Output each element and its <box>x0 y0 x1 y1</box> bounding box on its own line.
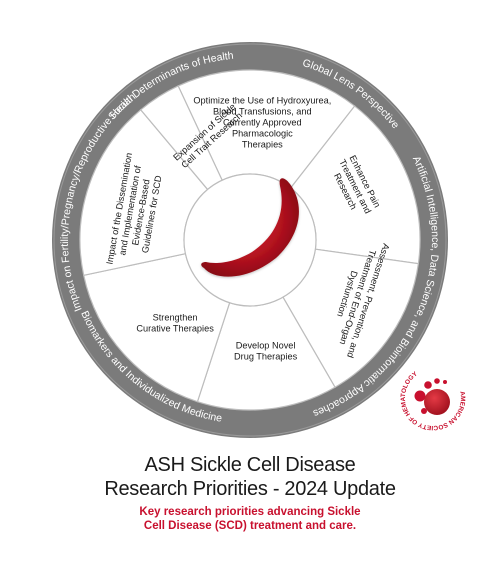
title-line-1: ASH Sickle Cell Disease <box>144 454 356 476</box>
title-line-2: Research Priorities - 2024 Update <box>104 478 396 500</box>
title-block: ASH Sickle Cell Disease Research Priorit… <box>0 453 500 533</box>
segment-label-line: Currently Approved <box>223 118 302 128</box>
subtitle-line-1: Key research priorities advancing Sickle <box>139 506 361 518</box>
segment-label-line: Therapies <box>242 140 283 150</box>
segment-label-line: Pharmacologic <box>232 129 293 139</box>
subtitle-line-2: Cell Disease (SCD) treatment and care. <box>143 520 357 532</box>
segments-group: Optimize the Use of Hydroxyurea,Blood Tr… <box>79 69 421 411</box>
segment-label-line: Drug Therapies <box>234 351 298 361</box>
sickle-cell-icon <box>201 178 299 277</box>
segment-label-line: Optimize the Use of Hydroxyurea, <box>193 96 331 106</box>
segment-label-line: Strengthen <box>153 313 198 323</box>
ash-logo: AMERICAN SOCIETY OF HEMATOLOGY <box>397 362 469 434</box>
subtitle: Key research priorities advancing Sickle… <box>0 505 500 533</box>
segment-label-line: Develop Novel <box>236 340 296 350</box>
priorities-wheel: Optimize the Use of Hydroxyurea,Blood Tr… <box>52 42 469 438</box>
center-disc <box>183 173 317 307</box>
segment-label-optimize-hydroxyurea: Optimize the Use of Hydroxyurea,Blood Tr… <box>193 96 331 150</box>
segment-label-line: Curative Therapies <box>136 324 214 334</box>
segment-label-line: Blood Transfusions, and <box>213 107 312 117</box>
